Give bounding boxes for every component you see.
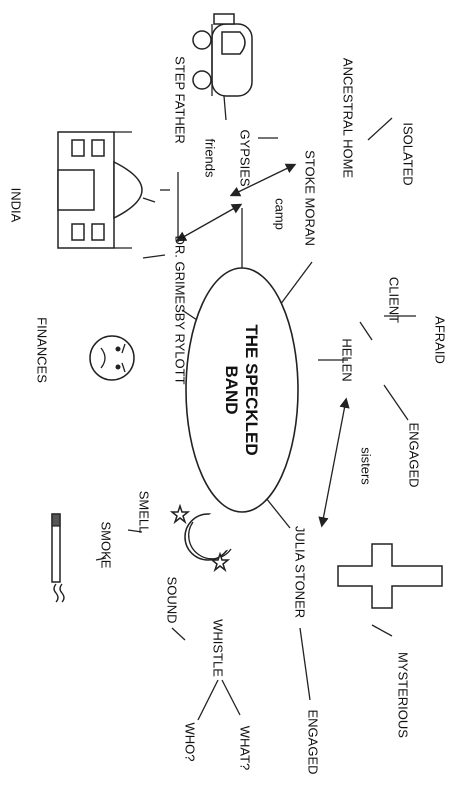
- label-client: CLIENT: [387, 277, 402, 323]
- connector-lines: [95, 117, 416, 721]
- label-helen: HELEN: [340, 338, 355, 381]
- label-gypsies: GYPSIES: [238, 129, 253, 186]
- label-stoke-moran: STOKE MORAN: [303, 150, 318, 246]
- label-who: WHO?: [183, 723, 198, 762]
- label-whistle: WHISTLE: [211, 619, 226, 677]
- moon-stars-icon: [169, 503, 241, 573]
- helen-julia-sisters-arrow: [318, 397, 350, 528]
- label-sisters: sisters: [359, 447, 374, 485]
- label-smell: SMELL: [137, 491, 152, 534]
- central-ellipse: [185, 267, 299, 513]
- gypsies-camp-arrow: [175, 203, 243, 242]
- label-finances: FINANCES: [35, 317, 50, 383]
- gypsy-caravan-icon: [192, 13, 253, 121]
- label-dr-grimesby-rylott: DR. GRIMESBY RYLOTT: [173, 235, 188, 384]
- label-smoke: SMOKE: [99, 522, 114, 569]
- label-india: INDIA: [9, 188, 24, 223]
- central-title-line-1: THE SPECKLED: [242, 324, 261, 455]
- cigarette-icon: [51, 513, 65, 603]
- sad-face-icon: [89, 335, 135, 381]
- label-mysterious: MYSTERIOUS: [396, 652, 411, 738]
- label-isolated: ISOLATED: [401, 122, 416, 185]
- relationship-arrows: [175, 163, 350, 528]
- label-afraid: AFRAID: [433, 316, 448, 364]
- label-camp: camp: [273, 198, 288, 230]
- label-sound: SOUND: [165, 577, 180, 624]
- label-step-father: STEP FATHER: [173, 56, 188, 144]
- label-friends: friends: [203, 138, 218, 178]
- gypsies-friends-arrow: [229, 163, 297, 197]
- label-ancestral-home: ANCESTRAL HOME: [341, 58, 356, 178]
- label-engaged-julia: ENGAGED: [306, 709, 321, 774]
- cross-icon: [337, 543, 443, 609]
- taj-mahal-icon: [57, 131, 170, 249]
- label-what: WHAT?: [238, 726, 253, 771]
- central-title-line-2: BAND: [222, 365, 241, 414]
- label-engaged-helen: ENGAGED: [407, 422, 422, 487]
- label-julia-stoner: JULIA STONER: [293, 526, 308, 618]
